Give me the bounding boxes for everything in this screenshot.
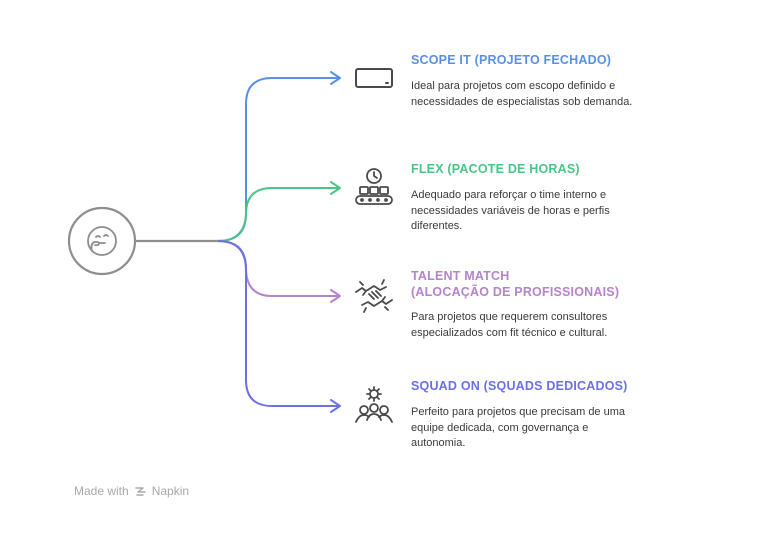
handshake-icon: [352, 274, 396, 318]
item-description-4: Perfeito para projetos que precisam de u…: [411, 406, 626, 449]
item-description-2: Adequado para reforçar o time interno e …: [411, 189, 610, 232]
item-description-1: Ideal para projetos com escopo definido …: [411, 80, 633, 108]
branch-line-4: [217, 240, 340, 407]
napkin-logo-icon: [134, 485, 147, 498]
made-with-napkin[interactable]: Made with Napkin: [74, 484, 189, 498]
hub-circle: [67, 206, 137, 276]
display-icon: [352, 56, 396, 100]
item-title-3: TALENT MATCH (ALOCAÇÃO DE PROFISSIONAIS): [411, 269, 620, 299]
branch-arrow-2: [330, 181, 341, 195]
thinking-face-icon: [80, 219, 124, 263]
item-title-2: FLEX (PACOTE DE HORAS): [411, 162, 580, 176]
item-title-1: SCOPE IT (PROJETO FECHADO): [411, 53, 612, 67]
branch-arrow-4: [330, 399, 341, 413]
branch-line-1: [217, 77, 340, 242]
branch-arrow-1: [330, 71, 341, 85]
item-description-3: Para projetos que requerem consultores e…: [411, 311, 608, 339]
item-title-4: SQUAD ON (SQUADS DEDICADOS): [411, 379, 628, 393]
branch-line-2: [217, 187, 340, 242]
branch-arrow-3: [330, 289, 341, 303]
team-gear-icon: [352, 384, 396, 428]
conveyor-clock-icon: [352, 166, 396, 210]
made-with-label: Made with: [74, 484, 129, 498]
branch-line-3: [217, 240, 340, 297]
napkin-brand-label: Napkin: [151, 484, 190, 498]
